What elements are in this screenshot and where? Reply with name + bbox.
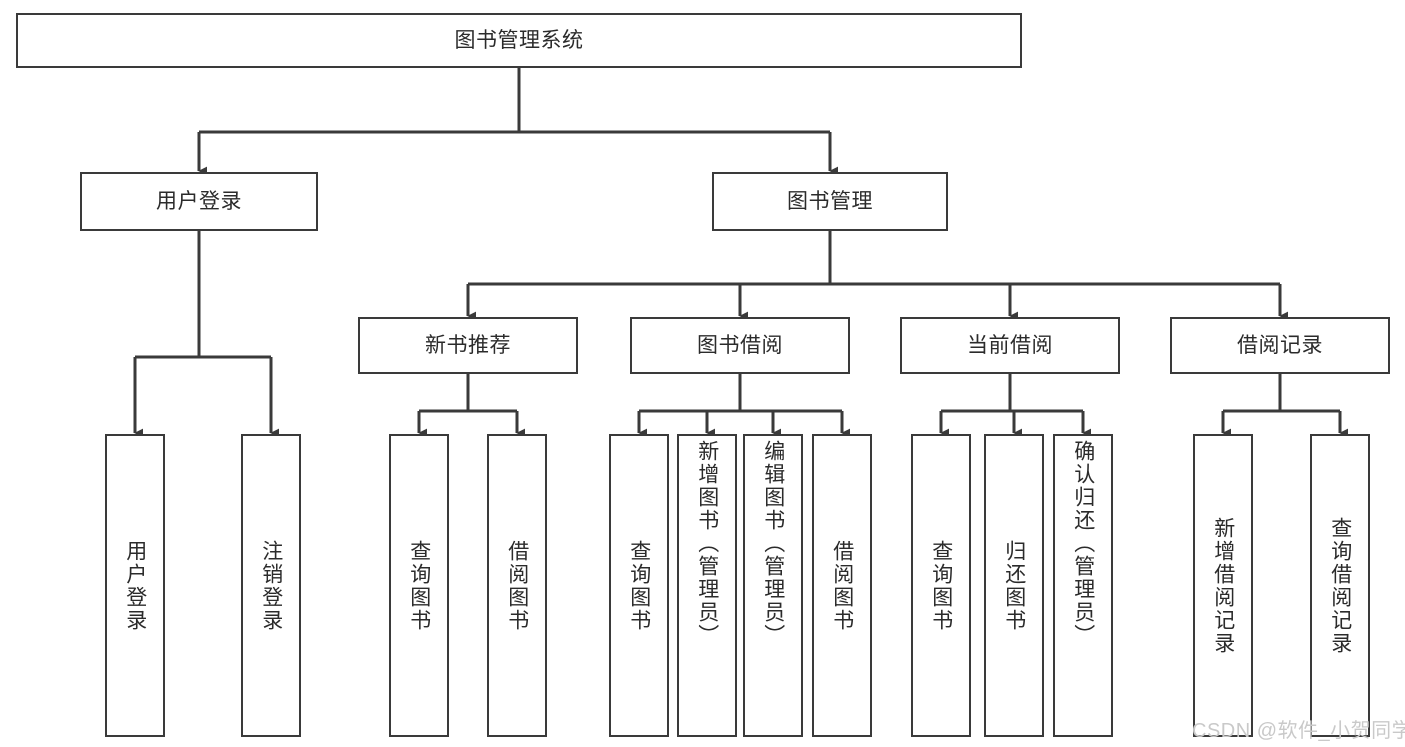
node-label: 用户登录: [156, 189, 242, 213]
node-label: 查询借阅记录: [1328, 516, 1352, 655]
node-label: 编辑图书（管理员）: [761, 440, 785, 647]
node-label: 新增图书（管理员）: [695, 440, 719, 647]
node-label: 图书借阅: [697, 333, 783, 357]
node-borrowbook2[interactable]: 借阅图书: [812, 434, 872, 737]
node-label: 用户登录: [123, 539, 147, 632]
node-newbook[interactable]: 新书推荐: [358, 317, 578, 374]
node-label: 图书管理系统: [454, 28, 584, 52]
node-logout[interactable]: 注销登录: [241, 434, 301, 737]
node-label: 归还图书: [1002, 539, 1026, 632]
node-addrecord[interactable]: 新增借阅记录: [1193, 434, 1253, 737]
node-label: 借阅图书: [830, 539, 854, 632]
node-label: 当前借阅: [967, 333, 1053, 357]
node-querybook3[interactable]: 查询图书: [911, 434, 971, 737]
node-borrow[interactable]: 图书借阅: [630, 317, 850, 374]
watermark-text: CSDN @软件_小贺同学: [1192, 720, 1405, 742]
node-records[interactable]: 借阅记录: [1170, 317, 1390, 374]
node-editbook[interactable]: 编辑图书（管理员）: [743, 434, 803, 737]
node-confirmreturn[interactable]: 确认归还（管理员）: [1053, 434, 1113, 737]
node-label: 借阅记录: [1237, 333, 1323, 357]
node-current[interactable]: 当前借阅: [900, 317, 1120, 374]
node-label: 注销登录: [259, 539, 283, 632]
node-label: 新书推荐: [425, 333, 511, 357]
node-bookmgmt[interactable]: 图书管理: [712, 172, 948, 231]
node-querybook2[interactable]: 查询图书: [609, 434, 669, 737]
node-label: 查询图书: [627, 539, 651, 632]
node-querybook1[interactable]: 查询图书: [389, 434, 449, 737]
node-borrowbook1[interactable]: 借阅图书: [487, 434, 547, 737]
node-label: 借阅图书: [505, 539, 529, 632]
node-returnbook[interactable]: 归还图书: [984, 434, 1044, 737]
node-login[interactable]: 用户登录: [80, 172, 318, 231]
node-addbook[interactable]: 新增图书（管理员）: [677, 434, 737, 737]
node-userlogin[interactable]: 用户登录: [105, 434, 165, 737]
node-label: 查询图书: [407, 539, 431, 632]
node-root[interactable]: 图书管理系统: [16, 13, 1022, 68]
node-label: 确认归还（管理员）: [1071, 440, 1095, 647]
node-label: 新增借阅记录: [1211, 516, 1235, 655]
node-label: 查询图书: [929, 539, 953, 632]
node-label: 图书管理: [787, 189, 873, 213]
node-queryrecord[interactable]: 查询借阅记录: [1310, 434, 1370, 737]
